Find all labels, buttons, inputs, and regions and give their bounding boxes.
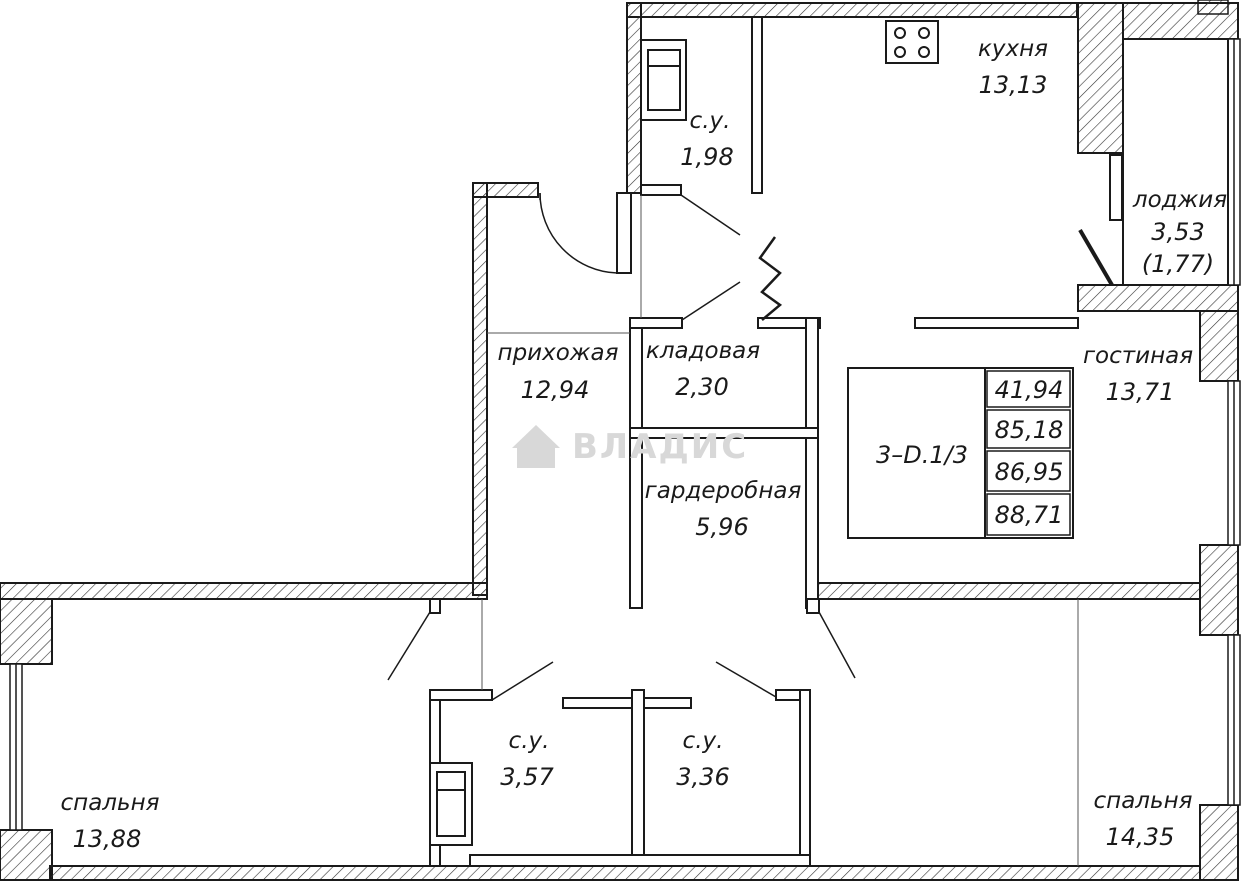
room-name-wc2: с.у. (509, 728, 550, 754)
room-name-hallway: прихожая (498, 340, 619, 366)
room-area-wc2: 3,57 (500, 763, 554, 791)
room-name-wardrobe: гардеробная (645, 478, 802, 504)
room-area-loggia: 3,53 (1151, 218, 1204, 246)
room-area-wc1: 1,98 (680, 143, 733, 171)
room-area-living: 13,71 (1106, 378, 1175, 406)
room-labels: кухня 13,13 с.у. 1,98 лоджия 3,53 (1,77)… (61, 36, 1228, 853)
watermark: ВЛАДИС (512, 425, 748, 468)
room-area-hallway: 12,94 (521, 376, 590, 404)
bathtub-icon (429, 762, 473, 846)
plan-code: 3–D.1/3 (876, 441, 968, 469)
interior-walls (429, 16, 1079, 867)
area-total: 41,94 (995, 376, 1064, 404)
windows (9, 0, 1241, 831)
room-name-storage: кладовая (646, 338, 760, 364)
watermark-text: ВЛАДИС (572, 427, 748, 467)
house-icon (512, 425, 560, 468)
room-subarea-loggia: (1,77) (1142, 250, 1214, 278)
room-name-wc3: с.у. (683, 728, 724, 754)
info-table: 3–D.1/3 41,94 85,18 86,95 88,71 (847, 367, 1074, 539)
room-area-bedroom1: 13,88 (73, 825, 142, 853)
bathtub-icon (640, 39, 687, 121)
room-name-kitchen: кухня (978, 36, 1048, 62)
stove-icon (885, 20, 939, 64)
room-name-bedroom2: спальня (1094, 788, 1193, 814)
room-area-wardrobe: 5,96 (695, 513, 748, 541)
room-area-storage: 2,30 (675, 373, 728, 401)
area-total: 85,18 (995, 416, 1064, 444)
doors (387, 192, 856, 701)
room-name-bedroom1: спальня (61, 790, 160, 816)
loggia-frame (1078, 38, 1229, 287)
room-area-bedroom2: 14,35 (1106, 823, 1175, 851)
room-name-loggia: лоджия (1132, 187, 1227, 213)
area-total: 86,95 (995, 458, 1064, 486)
room-area-wc3: 3,36 (676, 763, 729, 791)
fixtures (429, 20, 939, 846)
area-total: 88,71 (995, 501, 1064, 529)
room-name-wc1: с.у. (690, 108, 731, 134)
room-name-living: гостиная (1083, 343, 1193, 369)
room-area-kitchen: 13,13 (979, 71, 1048, 99)
room-guides (481, 195, 1079, 866)
